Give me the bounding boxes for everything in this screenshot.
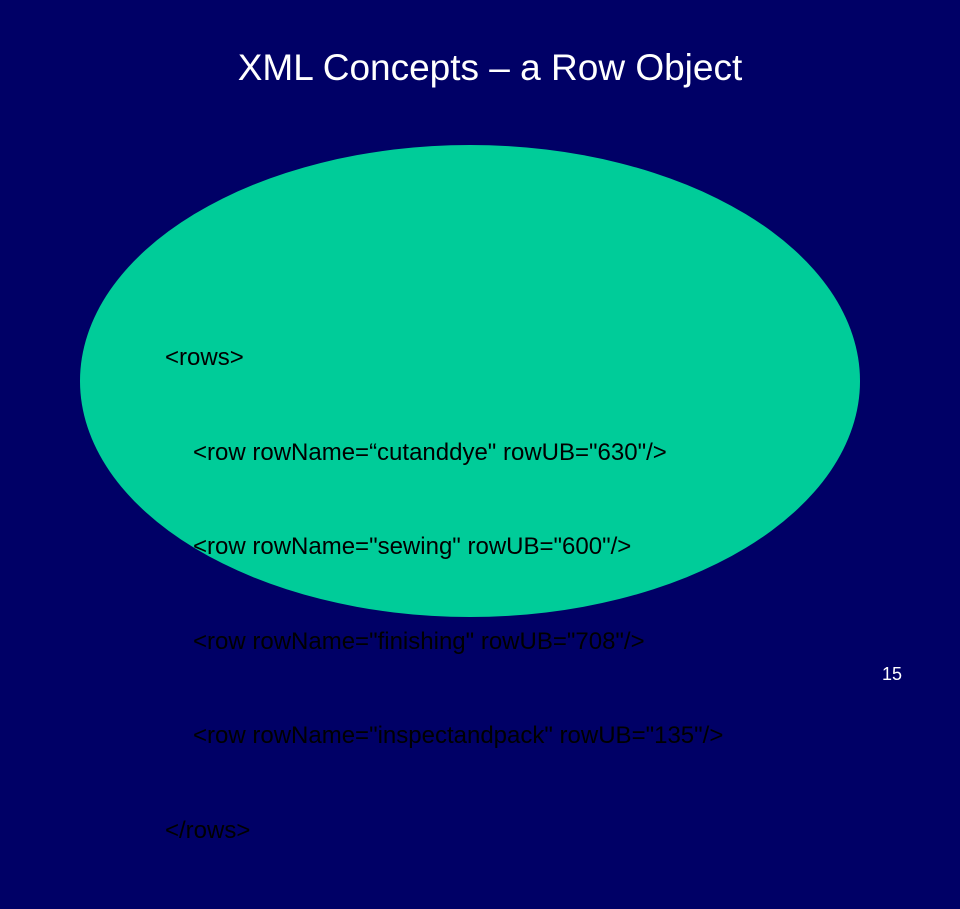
green-ellipse (80, 145, 860, 617)
slide: XML Concepts – a Row Object <rows> <row … (80, 47, 902, 844)
code-line-row-sewing: <row rowName="sewing" rowUB="600"/> (193, 533, 632, 560)
code-line-row-finishing: <row rowName="finishing" rowUB="708"/> (193, 627, 645, 655)
page-number: 15 (881, 664, 902, 684)
xml-code-block: <rows> <row rowName=“cutanddye" rowUB="6… (165, 279, 723, 909)
code-line-row-inspectandpack: <row rowName="inspectandpack" rowUB="135… (193, 722, 724, 749)
slide-title: XML Concepts – a Row Object (237, 47, 743, 88)
code-line-rows-close: </rows> (165, 816, 251, 844)
code-line-rows-open: <rows> (165, 344, 244, 371)
code-line-row-cutanddye: <row rowName=“cutanddye" rowUB="630"/> (193, 438, 667, 466)
